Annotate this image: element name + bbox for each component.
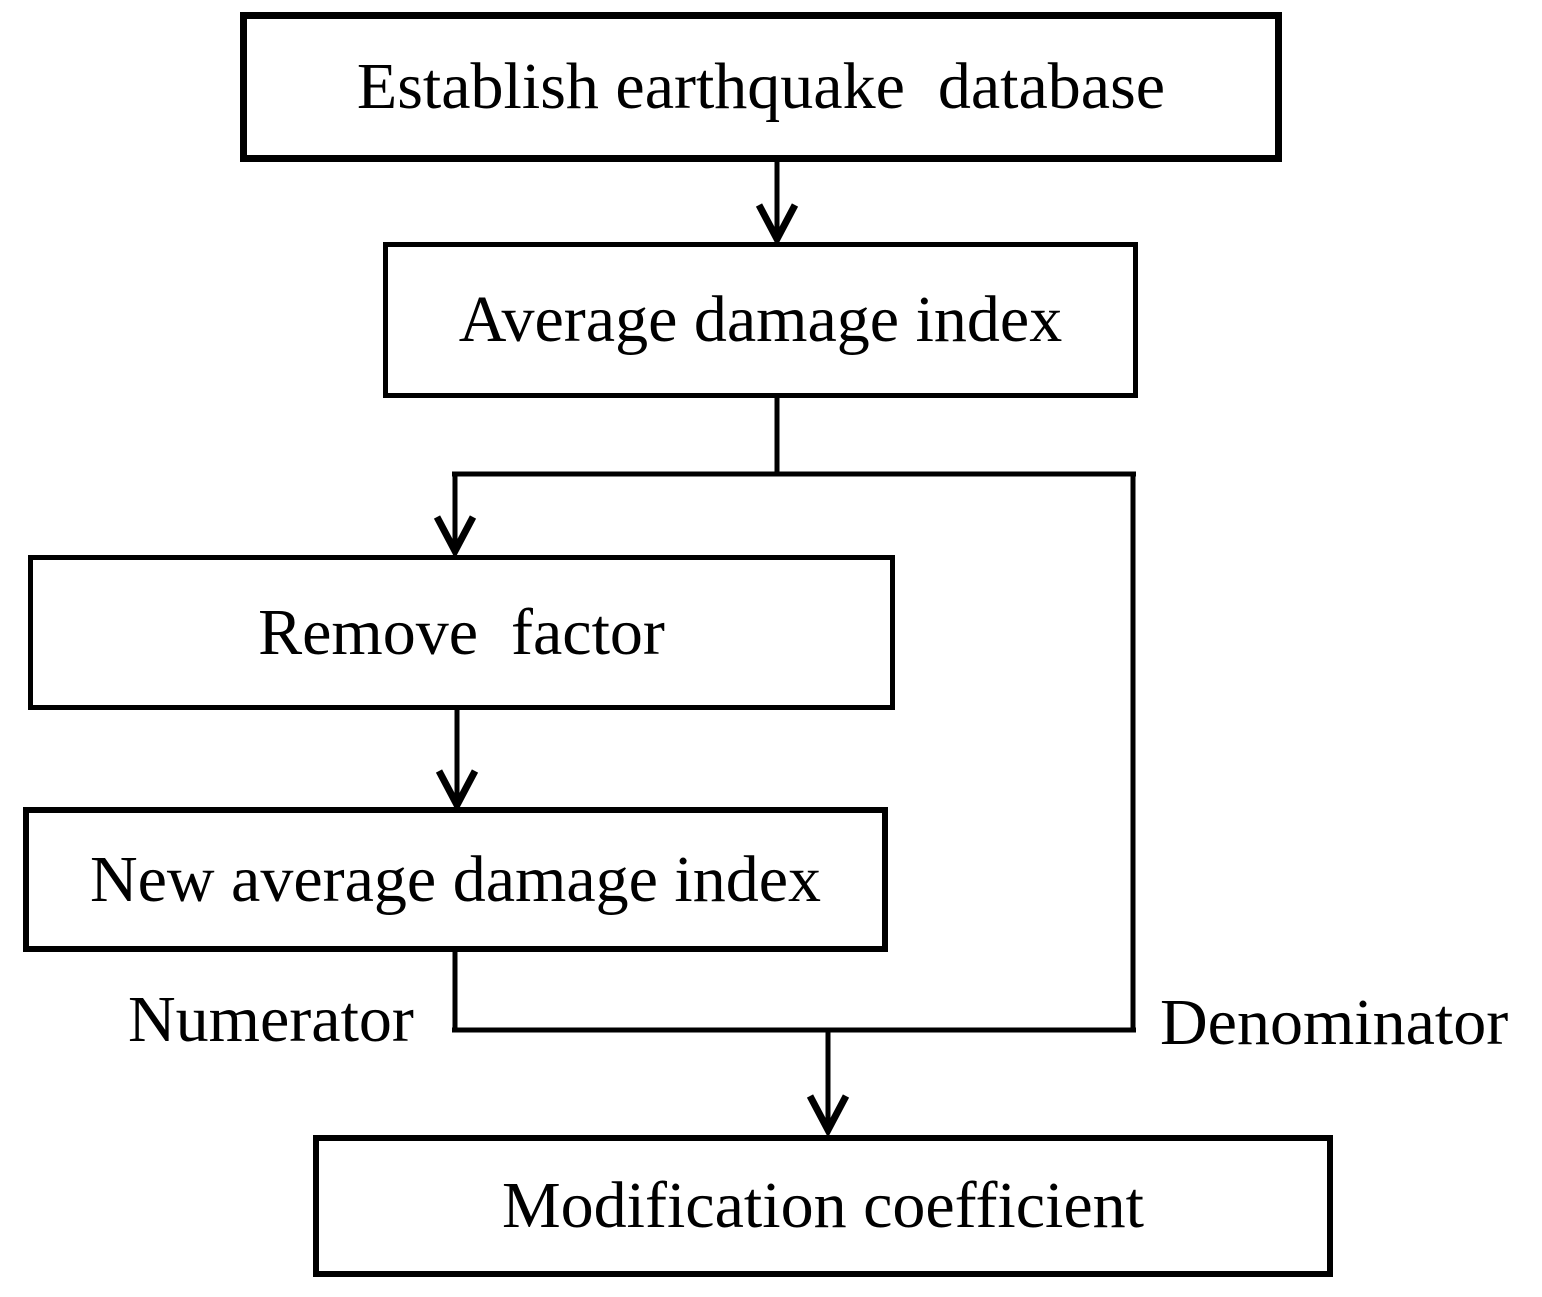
node-label-remove-factor: Remove factor (258, 595, 665, 669)
node-establish-earthquake-database: Establish earthquake database (240, 12, 1282, 162)
arrow-down-icon (755, 203, 799, 247)
node-label-new-average-damage-index: New average damage index (89, 842, 822, 916)
arrow-down-icon (435, 769, 479, 813)
node-new-average-damage-index: New average damage index (23, 807, 888, 952)
edge-label-denominator: Denominator (1160, 986, 1509, 1059)
node-label-modification-coefficient: Modification coefficient (501, 1169, 1145, 1242)
edge-label-numerator: Numerator (128, 983, 414, 1056)
node-modification-coefficient: Modification coefficient (313, 1135, 1333, 1277)
node-average-damage-index: Average damage index (383, 242, 1138, 398)
arrow-down-icon (433, 515, 477, 559)
node-remove-factor: Remove factor (28, 555, 895, 710)
node-label-average-damage-index: Average damage index (458, 283, 1063, 356)
arrow-down-icon (806, 1094, 850, 1138)
node-label-establish-earthquake-database: Establish earthquake database (356, 50, 1166, 123)
